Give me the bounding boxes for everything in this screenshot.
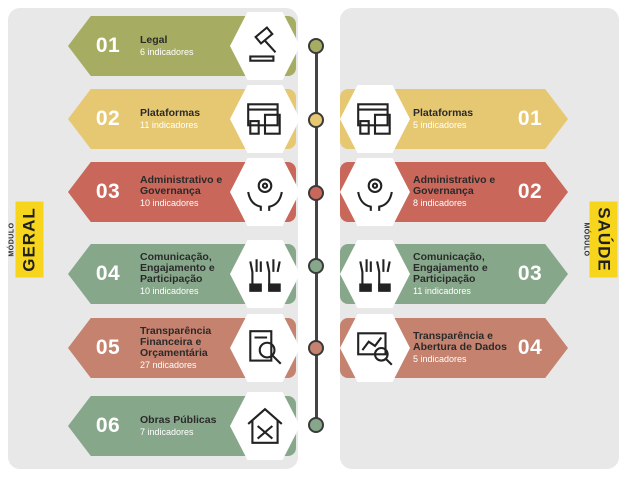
item-text: Transparência Financeira e Orçamentária … (140, 318, 258, 378)
item-subtitle: 5 indicadores (413, 119, 467, 130)
item-text: Legal 6 indicadores (140, 16, 258, 76)
timeline-line (315, 44, 318, 426)
geral-item-obras: 06 Obras Públicas 7 indicadores (68, 392, 300, 460)
item-number: 06 (95, 414, 121, 437)
geral-item-comunicacao: 04 Comunicação, Engajamento e Participaç… (68, 240, 300, 308)
item-text: Administrativo e Governança 8 indicadore… (413, 162, 531, 222)
item-number: 03 (517, 262, 543, 285)
item-subtitle: 8 indicadores (413, 198, 467, 208)
geral-item-plataformas: 02 Plataformas 11 indicadores (68, 85, 300, 153)
item-number: 02 (95, 107, 121, 130)
geral-item-administrativo: 03 Administrativo e Governança 10 indica… (68, 158, 300, 226)
item-subtitle: 11 indicadores (413, 285, 471, 296)
item-number: 01 (95, 34, 121, 57)
item-subtitle: 10 indicadores (140, 285, 199, 296)
item-subtitle: 27 ndicadores (140, 359, 197, 370)
item-text: Transparência e Abertura de Dados 5 indi… (413, 318, 531, 378)
item-title: Legal (140, 33, 168, 46)
item-title: Plataformas (413, 106, 474, 119)
timeline-dot (308, 38, 324, 54)
saude-item-administrativo: Administrativo e Governança 8 indicadore… (340, 158, 570, 226)
item-text: Comunicação, Engajamento e Participação … (140, 244, 258, 304)
item-subtitle: 11 indicadores (140, 119, 198, 130)
module-saude-name: SAÚDE (589, 201, 618, 278)
module-saude-label: MÓDULO SAÚDE (578, 188, 622, 284)
item-subtitle: 10 indicadores (140, 198, 199, 208)
item-text: Plataformas 5 indicadores (413, 89, 531, 149)
item-title: Administrativo e Governança (413, 174, 496, 197)
saude-item-plataformas: Plataformas 5 indicadores 01 (340, 85, 570, 153)
item-title: Transparência Financeira e Orçamentária (140, 324, 212, 359)
geral-item-transparencia: 05 Transparência Financeira e Orçamentár… (68, 314, 300, 382)
item-number: 02 (517, 180, 543, 203)
item-title: Administrativo e Governança (140, 174, 223, 197)
geral-item-legal: 01 Legal 6 indicadores (68, 12, 300, 80)
item-title: Obras Públicas (140, 413, 217, 426)
item-subtitle: 7 indicadores (140, 426, 194, 437)
item-text: Administrativo e Governança 10 indicador… (140, 162, 258, 222)
saude-item-transparencia: Transparência e Abertura de Dados 5 indi… (340, 314, 570, 382)
item-text: Obras Públicas 7 indicadores (140, 396, 258, 456)
timeline-dot (308, 185, 324, 201)
item-title: Comunicação, Engajamento e Participação (413, 250, 488, 285)
timeline-dot (308, 112, 324, 128)
item-title: Plataformas (140, 106, 201, 119)
item-title: Comunicação, Engajamento e Participação (140, 250, 215, 285)
module-geral-prefix: MÓDULO (8, 222, 16, 257)
timeline-dot (308, 340, 324, 356)
timeline-dot (308, 258, 324, 274)
item-subtitle: 6 indicadores (140, 46, 194, 57)
item-number: 04 (517, 336, 543, 359)
timeline-dot (308, 417, 324, 433)
module-saude-prefix: MÓDULO (582, 222, 590, 257)
module-geral-name: GERAL (15, 201, 44, 278)
item-number: 04 (95, 262, 121, 285)
saude-item-comunicacao: Comunicação, Engajamento e Participação … (340, 240, 570, 308)
item-number: 03 (95, 180, 121, 203)
module-geral-label: MÓDULO GERAL (2, 188, 46, 284)
item-title: Transparência e Abertura de Dados (413, 330, 507, 353)
module-saude-panel (340, 8, 619, 469)
item-text: Comunicação, Engajamento e Participação … (413, 244, 531, 304)
item-number: 05 (95, 336, 121, 359)
item-subtitle: 5 indicadores (413, 354, 467, 364)
item-number: 01 (517, 107, 543, 130)
item-text: Plataformas 11 indicadores (140, 89, 258, 149)
